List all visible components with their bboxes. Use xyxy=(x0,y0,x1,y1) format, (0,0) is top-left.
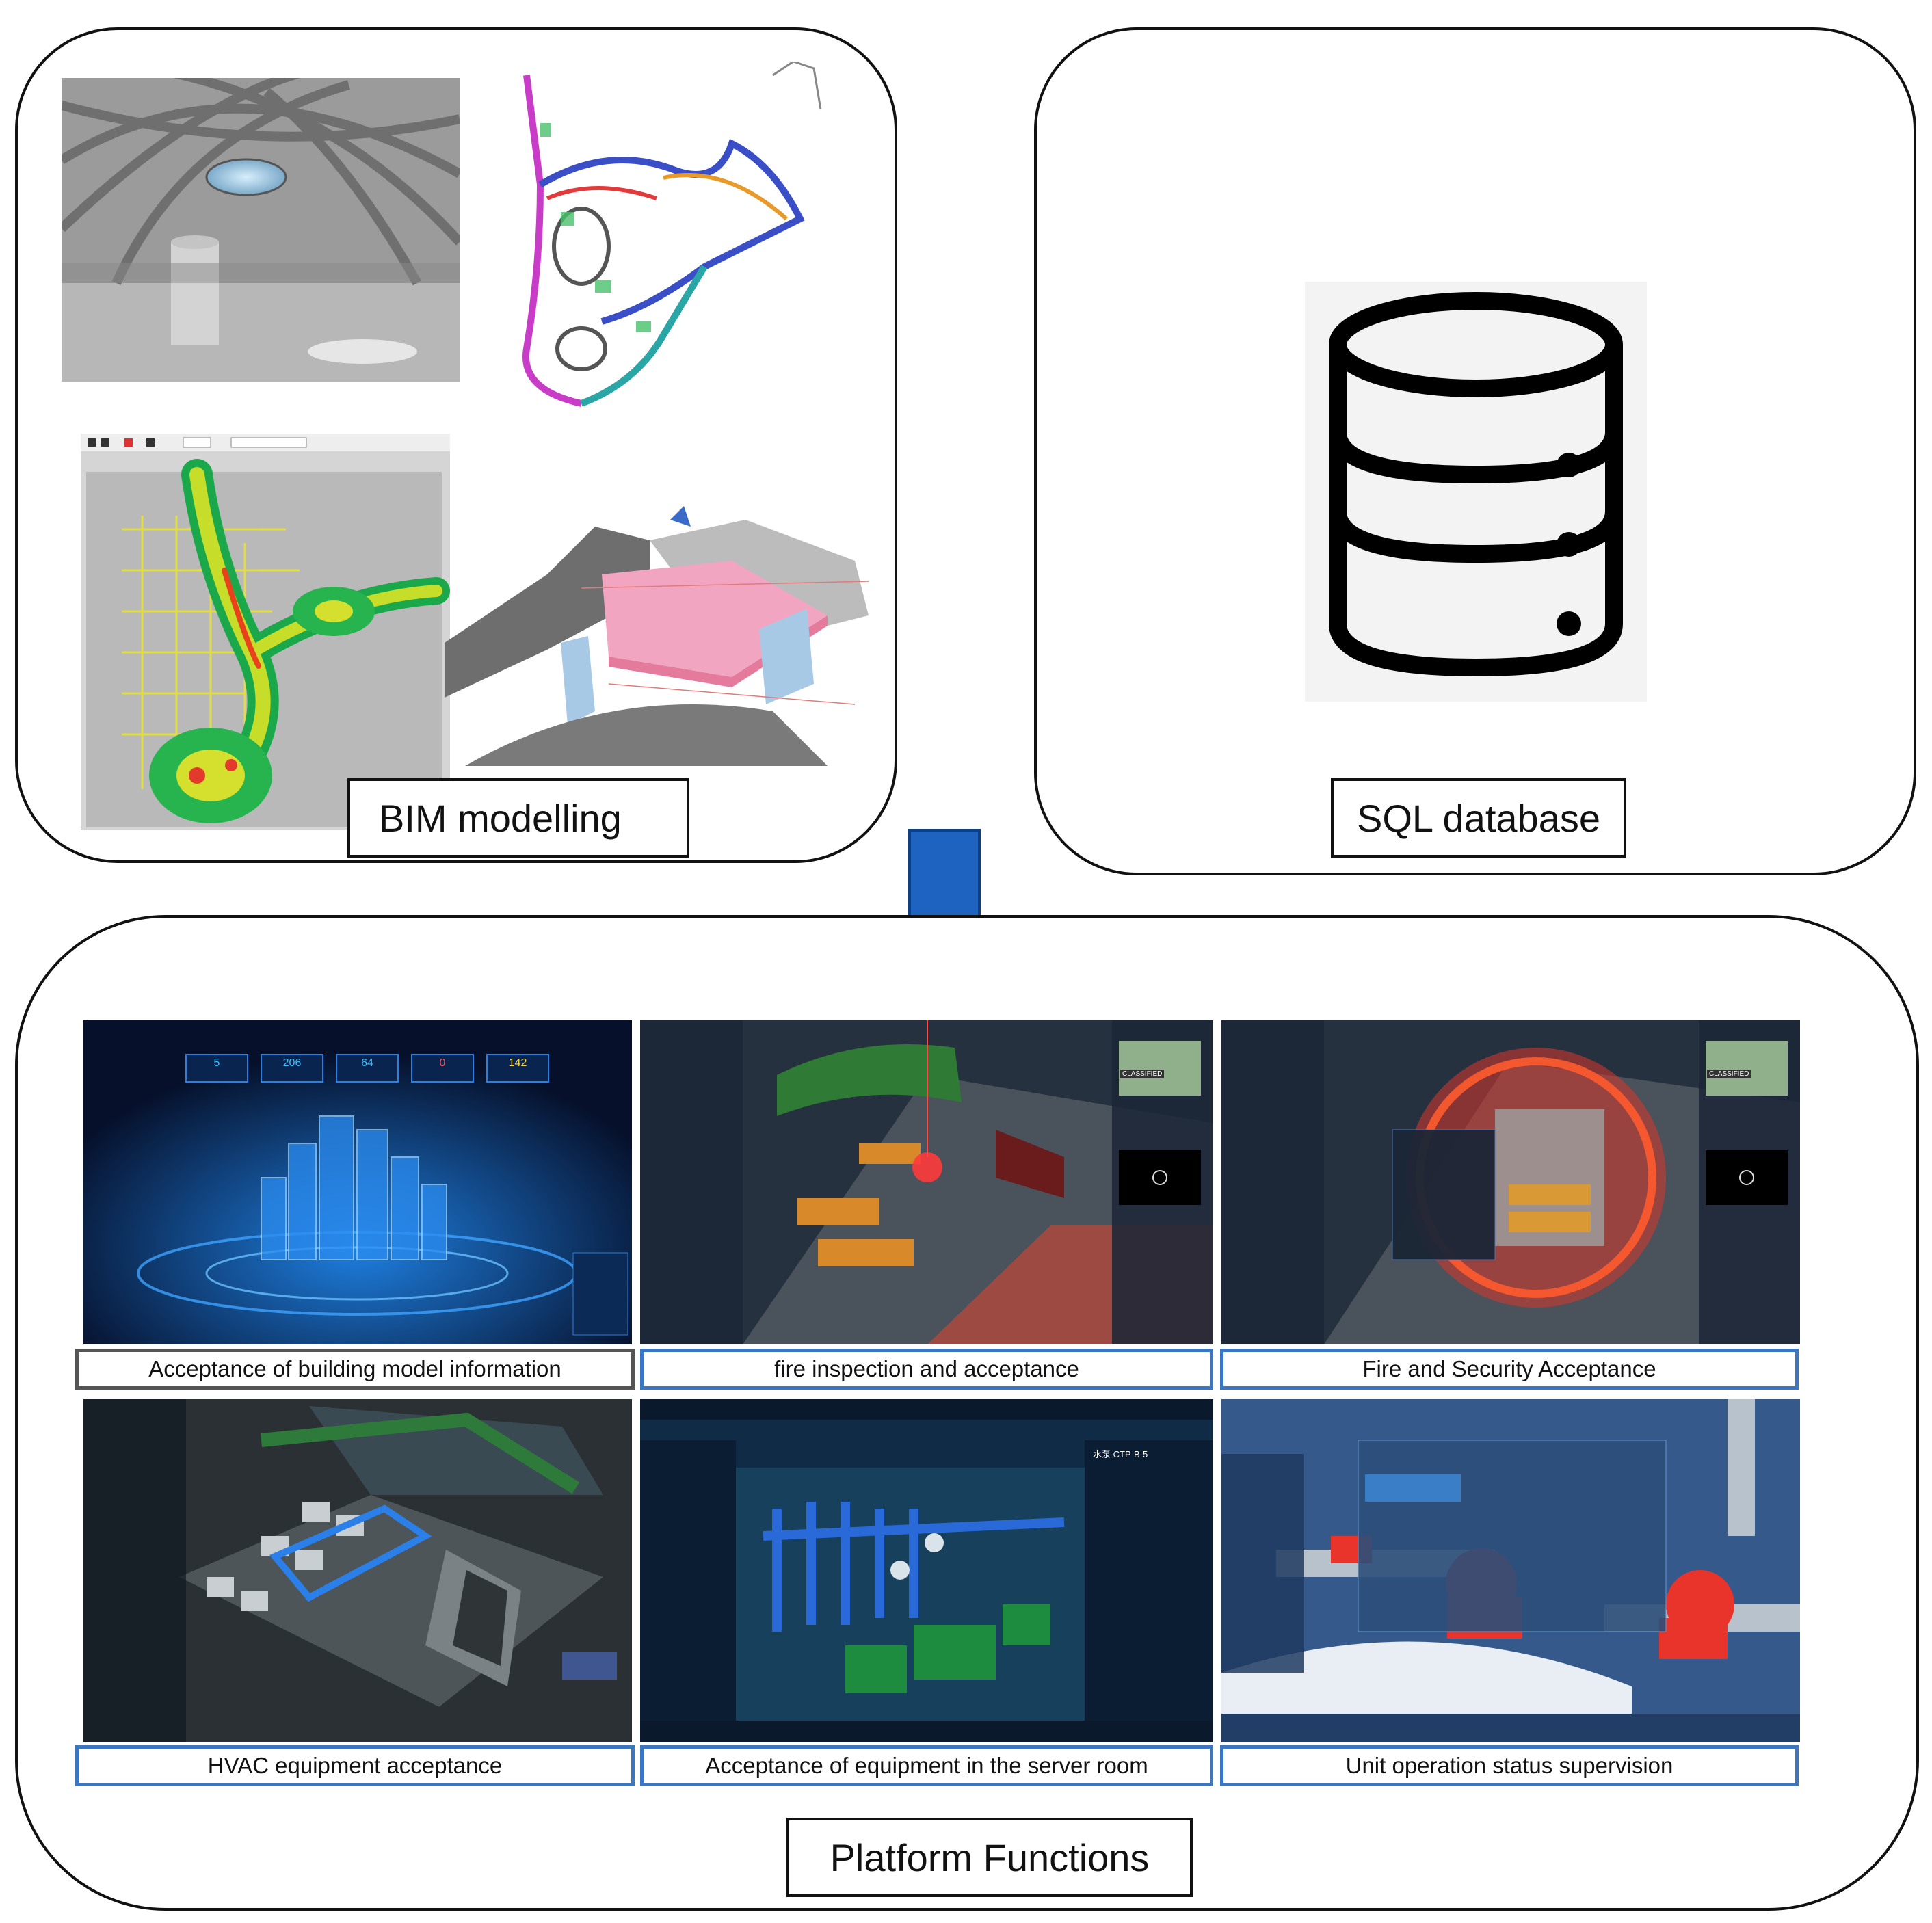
classified-badge: CLASSIFIED xyxy=(1707,1070,1751,1078)
fire-inspection-screenshot: CLASSIFIED xyxy=(640,1020,1213,1344)
stat-value: 142 xyxy=(508,1057,527,1069)
stat-value: 206 xyxy=(282,1057,302,1069)
stat-value: 0 xyxy=(439,1057,446,1069)
interior-render-image xyxy=(62,78,460,382)
caption-fire-security: Fire and Security Acceptance xyxy=(1220,1349,1799,1390)
hvac-screenshot xyxy=(83,1399,632,1742)
caption-unit-operation: Unit operation status supervision xyxy=(1220,1745,1799,1786)
caption-hvac: HVAC equipment acceptance xyxy=(75,1745,635,1786)
cad-floor-plan-image xyxy=(499,62,841,417)
building-model-screenshot: 5 206 64 0 142 xyxy=(83,1020,632,1344)
fire-security-screenshot: CLASSIFIED xyxy=(1221,1020,1800,1344)
classified-badge: CLASSIFIED xyxy=(1120,1070,1165,1078)
caption-server-room: Acceptance of equipment in the server ro… xyxy=(640,1745,1213,1786)
unit-operation-screenshot xyxy=(1221,1399,1800,1742)
stat-value: 64 xyxy=(361,1057,373,1069)
caption-building-model: Acceptance of building model information xyxy=(75,1349,635,1390)
bim-modelling-label: BIM modelling xyxy=(347,778,689,858)
server-room-screenshot: 水泵 CTP-B-5 xyxy=(640,1399,1213,1742)
pedestrian-heatmap-image xyxy=(81,434,450,830)
platform-functions-label: Platform Functions xyxy=(786,1818,1193,1897)
caption-fire-inspection: fire inspection and acceptance xyxy=(640,1349,1213,1390)
sql-database-label: SQL database xyxy=(1331,778,1626,858)
3d-section-model-image xyxy=(445,479,882,766)
equipment-tag: 水泵 CTP-B-5 xyxy=(1093,1449,1148,1459)
database-icon xyxy=(1305,282,1647,702)
stat-value: 5 xyxy=(213,1057,220,1069)
